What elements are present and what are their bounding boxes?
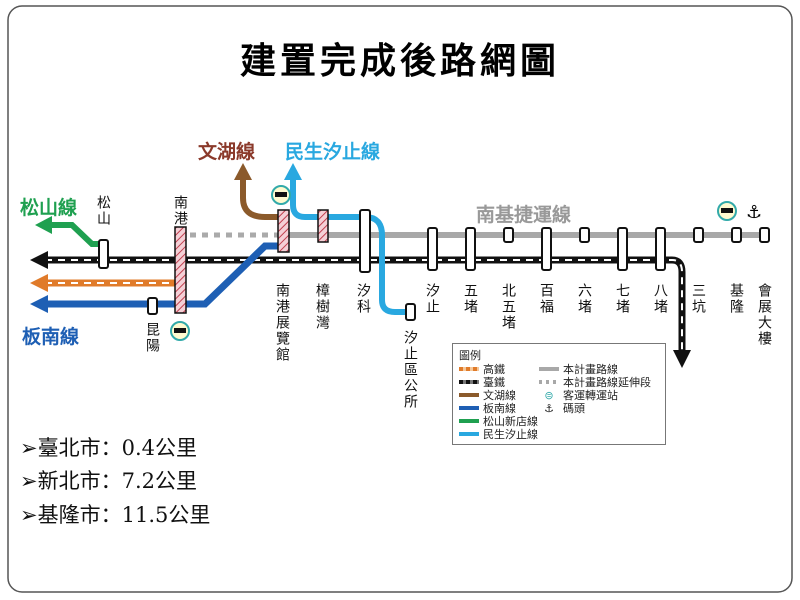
- zhangshuwan-station: [317, 209, 329, 243]
- station-label: 八堵: [652, 283, 668, 315]
- distance-item: ➢臺北市：0.4公里: [20, 436, 198, 460]
- station-label: 五堵: [462, 283, 478, 315]
- minsheng-line: [290, 178, 410, 315]
- legend: 圖例 高鐵 臺鐵 文湖線 板南線 松山新店線 民生汐止線 本計畫路線 本計畫路線…: [452, 343, 666, 445]
- wenhu-arrow-icon: [234, 163, 252, 180]
- legend-item: 高鐵: [459, 361, 505, 377]
- legend-item: ⊜客運轉運站: [539, 387, 618, 403]
- anchor-icon: ⚓: [746, 202, 762, 223]
- station-label: 汐止: [424, 283, 440, 315]
- station-label: 三坑: [690, 283, 706, 315]
- legend-item: 松山新店線: [459, 413, 538, 429]
- wenhu-line-label: 文湖線: [198, 141, 256, 163]
- bullet-arrow-icon: ➢: [20, 503, 38, 527]
- station-label: 基隆: [728, 283, 744, 315]
- station-label: 南港: [172, 195, 188, 227]
- station-label: 南港展覽館: [274, 283, 290, 363]
- hsr-arrow-icon: [30, 274, 48, 292]
- station-label: 樟樹灣: [314, 283, 330, 331]
- nangang-station: [174, 226, 187, 314]
- station-label: 七堵: [614, 283, 630, 315]
- nangang-exhibition-station: [277, 209, 290, 253]
- bannan-line-label: 板南線: [22, 326, 80, 348]
- bus-station-icon: [717, 201, 737, 221]
- station-label: 汐止區公所: [402, 330, 418, 410]
- bullet-arrow-icon: ➢: [20, 469, 38, 493]
- minsheng-line-label: 民生汐止線: [285, 141, 381, 163]
- legend-item: 板南線: [459, 400, 516, 416]
- bus-station-icon: [271, 185, 291, 205]
- station-label: 百福: [538, 283, 554, 315]
- bus-station-icon: [170, 321, 190, 341]
- station-label: 汐科: [355, 283, 371, 315]
- page-title: 建置完成後路網圖: [239, 40, 560, 82]
- legend-item: 本計畫路線延伸段: [539, 374, 651, 390]
- distance-item: ➢基隆市：11.5公里: [20, 503, 211, 527]
- bus-station-icon: ⊜: [544, 388, 554, 402]
- nanji-line-label: 南基捷運線: [476, 204, 572, 226]
- songshan-line-label: 松山線: [20, 197, 78, 219]
- distance-item: ➢新北市：7.2公里: [20, 469, 198, 493]
- bannan-arrow-icon: [30, 295, 48, 313]
- songshan-arrow-icon: [35, 216, 52, 234]
- legend-item: ⚓碼頭: [539, 400, 585, 416]
- station-label: 昆陽: [144, 322, 160, 354]
- songshan-line: [50, 222, 103, 247]
- anchor-icon: ⚓: [544, 401, 554, 415]
- legend-title: 圖例: [459, 349, 481, 362]
- minsheng-arrow-icon: [284, 163, 302, 180]
- station-label: 會展大樓: [756, 283, 772, 347]
- tra-arrow-down-icon: [673, 350, 691, 368]
- station-label: 六堵: [576, 283, 592, 315]
- station-markers: [98, 209, 770, 321]
- station-label: 北五堵: [500, 283, 516, 331]
- bannan-line: [45, 242, 283, 308]
- bullet-arrow-icon: ➢: [20, 436, 38, 460]
- legend-item: 文湖線: [459, 387, 516, 403]
- wenhu-line: [240, 178, 283, 220]
- frame: [7, 5, 793, 593]
- station-label: 松山: [95, 195, 111, 227]
- legend-item: 民生汐止線: [459, 426, 538, 442]
- tra-arrow-icon: [30, 251, 48, 269]
- legend-item: 本計畫路線: [539, 361, 618, 377]
- legend-item: 臺鐵: [459, 374, 505, 390]
